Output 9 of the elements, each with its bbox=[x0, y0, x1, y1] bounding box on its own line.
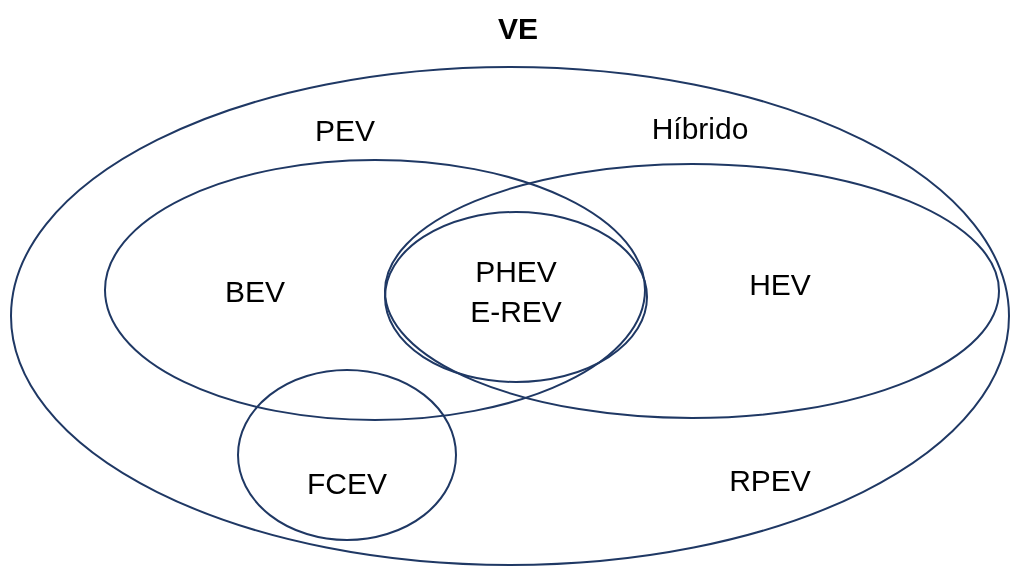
set-label: PHEV bbox=[475, 254, 557, 288]
set-label: RPEV bbox=[729, 463, 811, 497]
set-label: BEV bbox=[225, 274, 285, 308]
set-label: FCEV bbox=[307, 466, 387, 500]
set-label: Híbrido bbox=[651, 111, 749, 145]
set-label: HEV bbox=[749, 267, 811, 301]
set-label: E-REV bbox=[470, 294, 562, 328]
set-label: VE bbox=[498, 11, 538, 45]
set-label: PEV bbox=[315, 113, 375, 147]
